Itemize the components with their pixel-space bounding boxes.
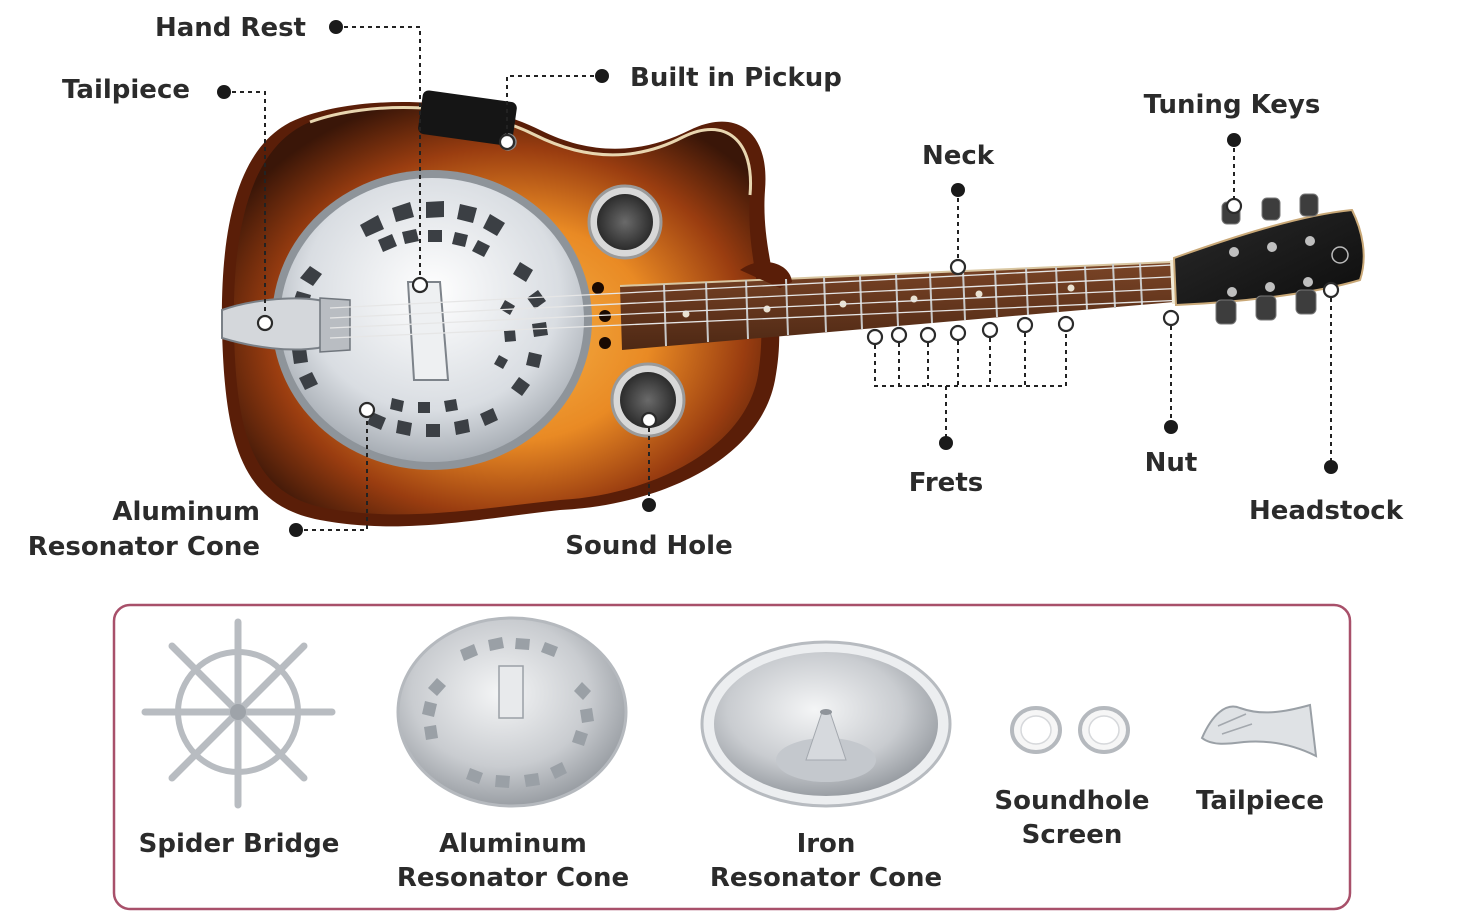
spider-bridge-image (141, 618, 336, 809)
tailpiece-accessory-image (1200, 703, 1318, 758)
label-frets: Frets (909, 468, 983, 498)
accessory-aluminum-cone-label-1: Aluminum (439, 829, 587, 859)
accessory-soundhole-screen-label-2: Screen (1022, 820, 1123, 850)
neck-heel (740, 261, 792, 288)
guitar-binding (309, 105, 753, 196)
label-tuning-keys: Tuning Keys (1144, 90, 1321, 120)
accessory-tailpiece-label: Tailpiece (1196, 786, 1324, 816)
label-aluminum-resonator-cone-line1: Aluminum (112, 497, 260, 527)
body-hole (592, 282, 604, 294)
label-built-in-pickup: Built in Pickup (630, 63, 842, 93)
label-neck: Neck (922, 141, 995, 171)
label-aluminum-resonator-cone-line2: Resonator Cone (28, 532, 260, 562)
guitar (221, 90, 1365, 527)
label-nut: Nut (1145, 448, 1198, 478)
label-hand-rest: Hand Rest (155, 13, 306, 43)
accessory-iron-cone-label-2: Resonator Cone (710, 863, 942, 893)
tuner-posts (1227, 236, 1315, 297)
label-headstock: Headstock (1249, 496, 1404, 526)
aluminum-cone-image (396, 616, 628, 808)
accessory-soundhole-screen-label-1: Soundhole (994, 786, 1149, 816)
label-sound-hole: Sound Hole (565, 531, 732, 561)
fret-markers (682, 284, 1075, 318)
lower-soundhole-grill (620, 372, 676, 428)
leader-lines (217, 20, 1340, 537)
iron-cone-image (700, 640, 952, 808)
upper-soundhole-grill (597, 194, 653, 250)
accessory-aluminum-cone-label-2: Resonator Cone (397, 863, 629, 893)
hand-rest-bar (406, 281, 450, 381)
strings (329, 261, 1231, 339)
accessory-spider-bridge-label: Spider Bridge (139, 829, 340, 859)
headstock-logo-icon (1331, 246, 1349, 264)
pickup-unit (418, 90, 517, 146)
body-hole (599, 310, 611, 322)
bridge-saddle (319, 297, 351, 353)
accessory-iron-cone-label-1: Iron (797, 829, 856, 859)
label-tailpiece: Tailpiece (62, 75, 190, 105)
body-hole (599, 337, 611, 349)
soundhole-screen-image (1010, 706, 1130, 754)
